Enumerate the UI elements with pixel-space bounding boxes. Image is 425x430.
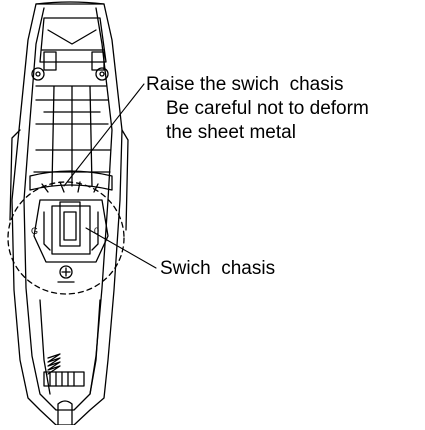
right-clip bbox=[91, 51, 105, 71]
callout-raise-chassis: Raise the swich chasis bbox=[146, 74, 344, 95]
sheet-metal-edge bbox=[29, 170, 113, 191]
housing-top-rim bbox=[35, 1, 105, 5]
housing-inner-outline bbox=[23, 7, 113, 411]
top-chevron bbox=[47, 29, 97, 45]
switch-chassis-plate bbox=[51, 205, 91, 255]
callout-careful: Be careful not to deform bbox=[166, 98, 369, 119]
switch-chassis-body bbox=[63, 211, 77, 241]
lower-inner-wall bbox=[39, 299, 51, 395]
chassis-screw-cross bbox=[61, 267, 71, 277]
callout-sheet-metal: the sheet metal bbox=[166, 122, 296, 143]
bottom-notch bbox=[57, 400, 73, 426]
top-compartment bbox=[39, 17, 107, 63]
switch-chassis-slider bbox=[59, 201, 81, 247]
battery-contact bbox=[43, 371, 85, 387]
switch-mark-left: G bbox=[31, 226, 38, 236]
lower-inner-wall-right bbox=[89, 299, 101, 395]
switch-chassis-frame bbox=[33, 199, 109, 263]
leader-line-raise bbox=[63, 83, 145, 187]
highlight-circle bbox=[7, 181, 125, 295]
left-clip bbox=[43, 51, 57, 71]
left-screw-hole bbox=[35, 71, 41, 77]
spring-coil bbox=[47, 353, 61, 375]
sheet-metal-tabs bbox=[41, 181, 99, 193]
callout-switch-chassis: Swich chasis bbox=[160, 258, 276, 279]
leader-line-chassis bbox=[85, 227, 157, 269]
right-screw-boss bbox=[95, 67, 109, 81]
right-screw-hole bbox=[99, 71, 105, 77]
left-wing bbox=[9, 129, 21, 221]
switch-chassis-hook-left bbox=[43, 211, 51, 251]
chassis-screw bbox=[59, 265, 73, 279]
left-screw-boss bbox=[31, 67, 45, 81]
right-wing bbox=[121, 129, 129, 231]
switch-chassis-hook-right bbox=[91, 211, 99, 251]
housing-outline bbox=[11, 3, 123, 426]
rib-grid bbox=[33, 85, 111, 187]
switch-mark-right: 0 bbox=[94, 226, 99, 236]
battery-contact-teeth bbox=[49, 371, 75, 387]
